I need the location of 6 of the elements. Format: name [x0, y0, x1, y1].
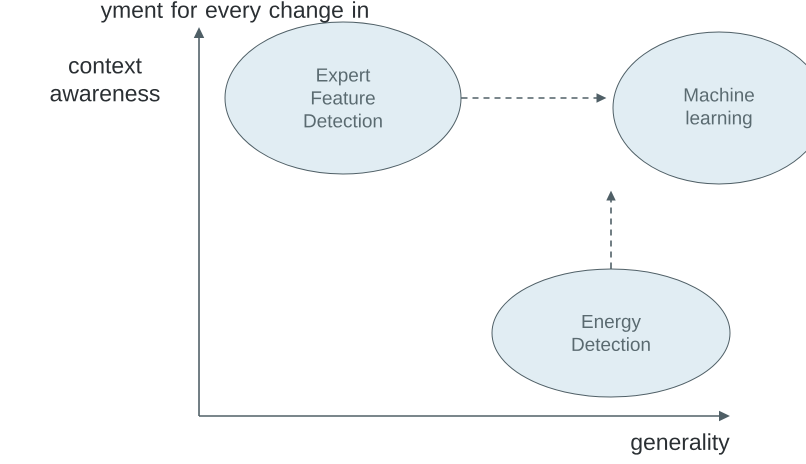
- axis-label: generality: [631, 433, 730, 455]
- axis-label: context awareness: [50, 58, 160, 102]
- ellipse-node: Expert Feature Detection: [224, 22, 462, 174]
- ellipse-node: Machine learning: [612, 32, 806, 184]
- ellipse-node: Energy Detection: [492, 268, 730, 398]
- axis-label: yment for every change in: [100, 1, 368, 23]
